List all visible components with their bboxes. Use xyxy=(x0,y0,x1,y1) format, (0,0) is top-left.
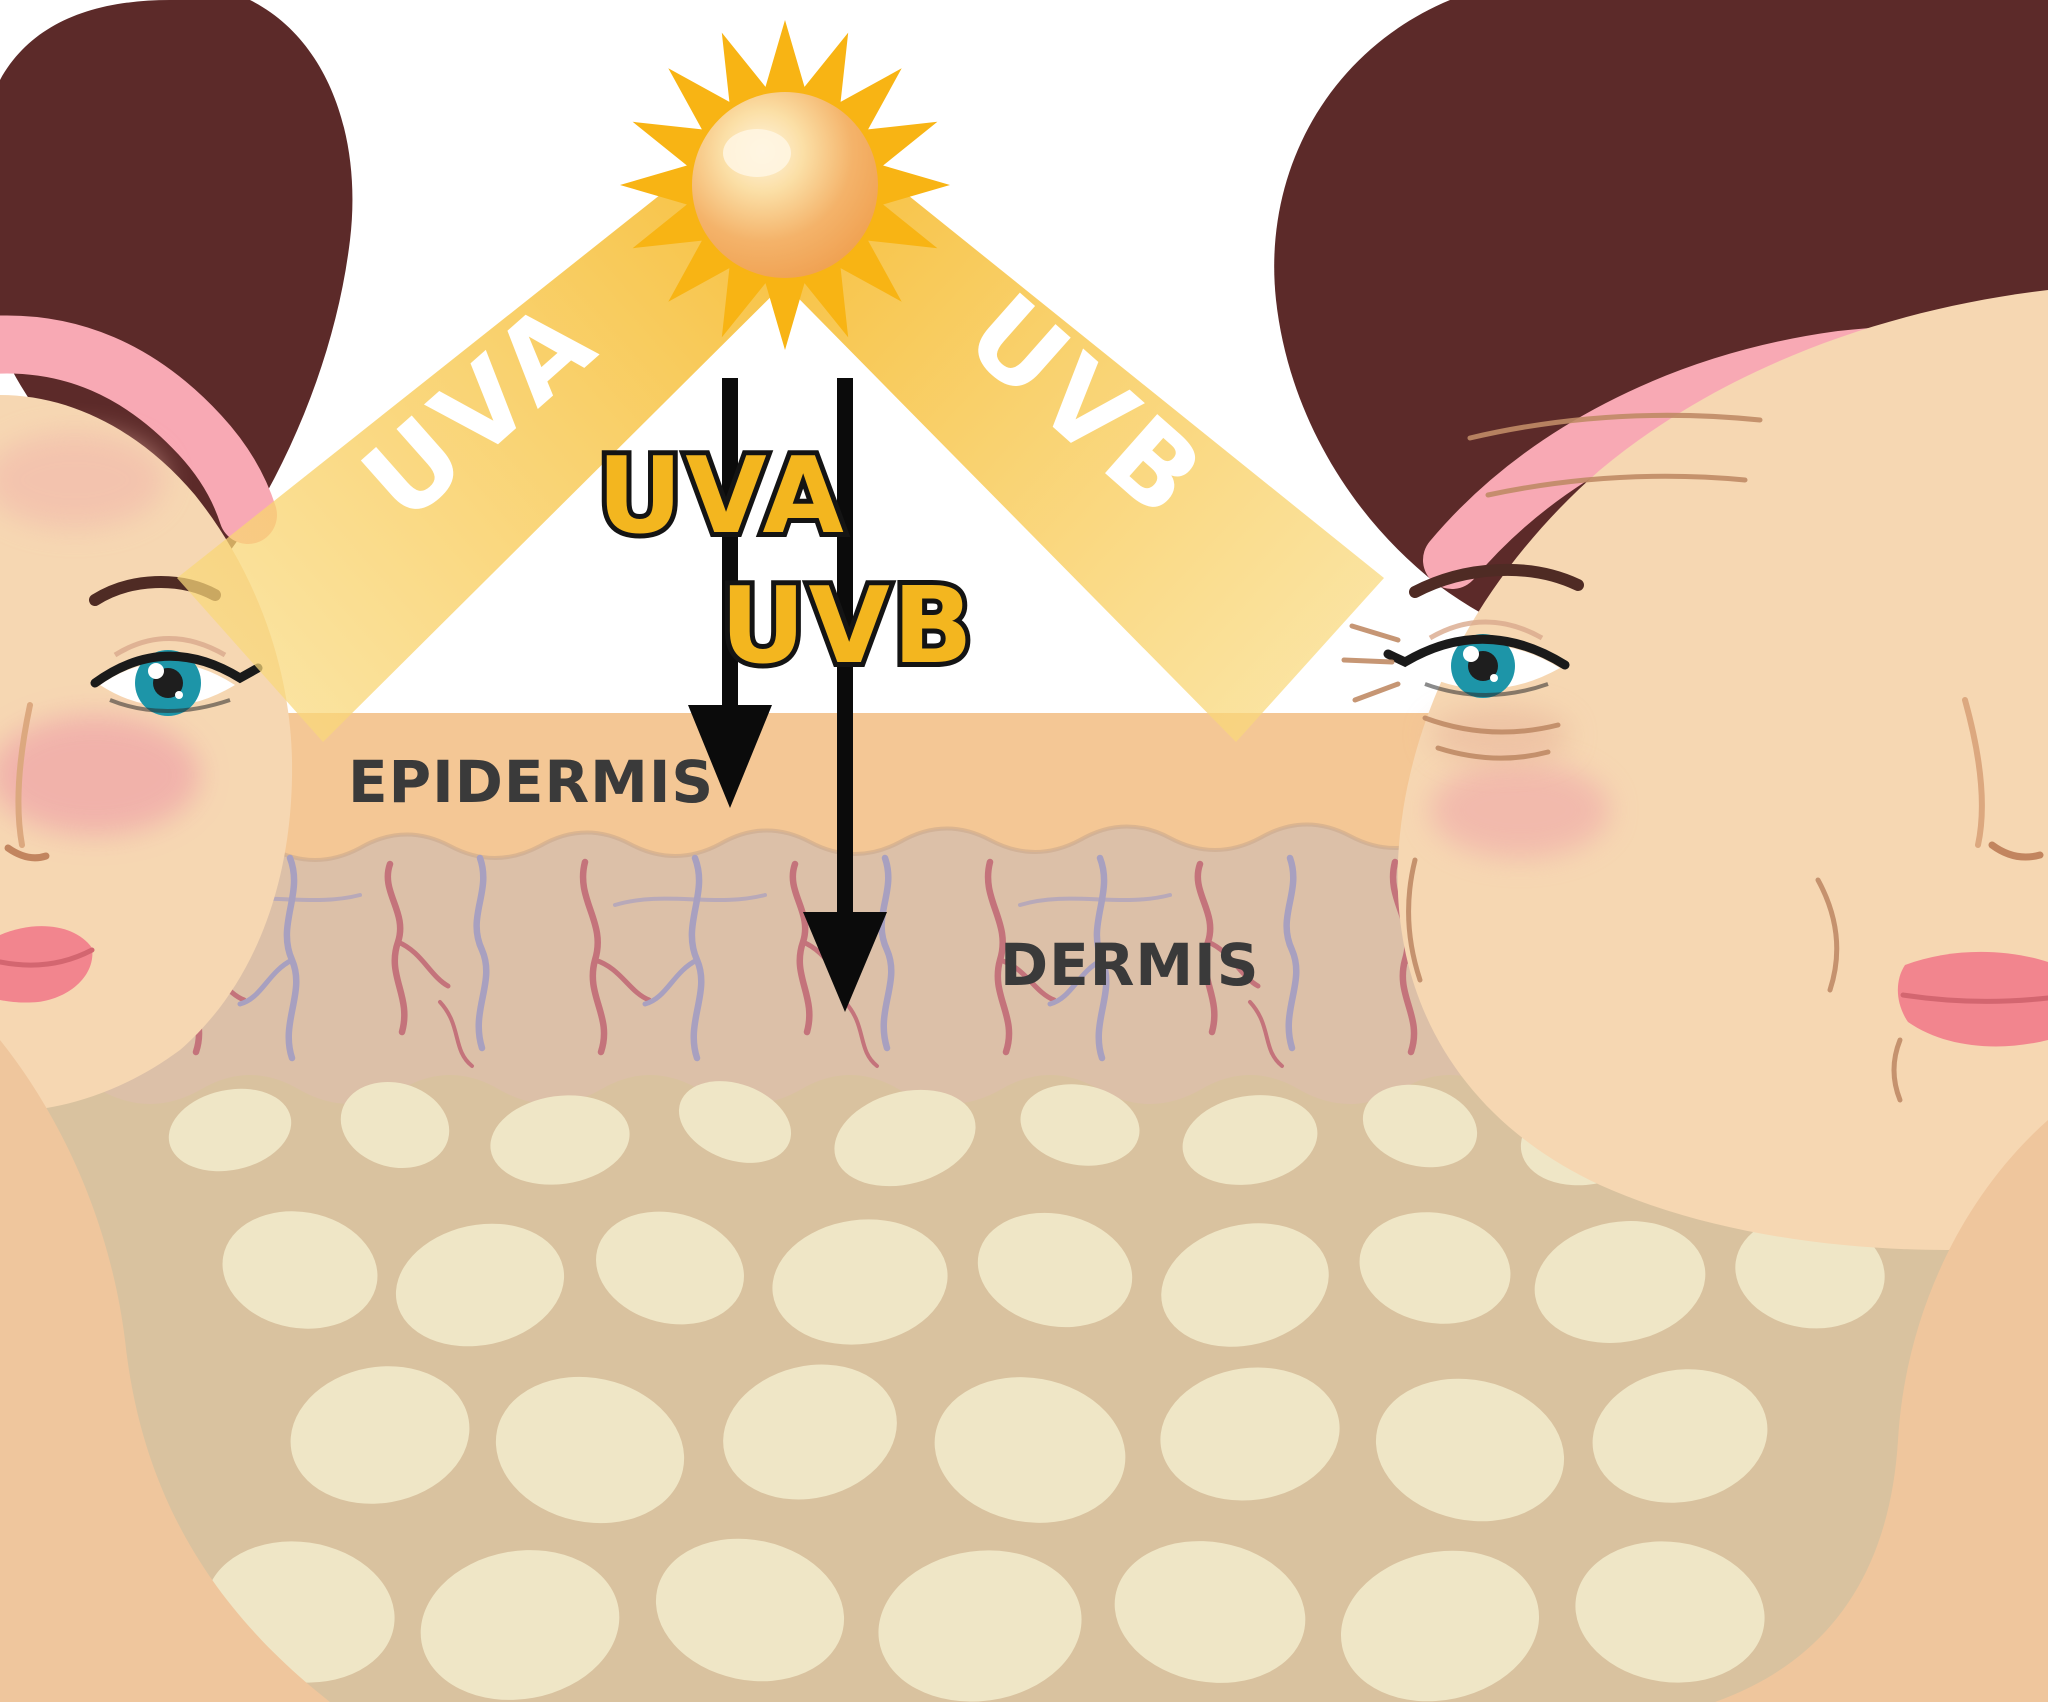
left-lips xyxy=(0,926,95,1003)
left-cheek-blush xyxy=(0,715,200,835)
left-forehead-blush xyxy=(0,432,165,528)
uva-arrow-label: UVA xyxy=(597,435,847,557)
sun-core xyxy=(692,92,878,278)
left-neck-shoulder xyxy=(0,1040,330,1702)
right-lips xyxy=(1897,951,2048,1047)
dermis-label: DERMIS xyxy=(1000,931,1260,999)
uva-arrow xyxy=(688,378,772,808)
uva-beam xyxy=(177,133,831,742)
right-cheek-blush xyxy=(1430,762,1610,858)
right-face-skin xyxy=(1397,290,2048,1250)
epidermis-label: EPIDERMIS xyxy=(348,748,714,816)
right-nose xyxy=(1962,697,2044,861)
sun-highlight xyxy=(723,129,791,177)
right-eye xyxy=(1383,619,1570,698)
uvb-arrow xyxy=(803,378,887,1012)
left-nose xyxy=(4,702,50,862)
right-face-aged xyxy=(1274,0,2048,1702)
left-eye xyxy=(90,636,263,716)
right-eyebrow xyxy=(1409,563,1584,598)
right-neck-shoulder xyxy=(1715,1120,2048,1702)
uvb-beam xyxy=(743,138,1384,742)
left-headband xyxy=(0,315,277,544)
uvb-arrow-label: UVB xyxy=(720,565,976,687)
right-wrinkles xyxy=(1341,412,1903,1103)
right-undereye-shade xyxy=(1430,707,1570,763)
left-face-young xyxy=(0,0,353,1702)
sun-icon xyxy=(620,20,950,350)
